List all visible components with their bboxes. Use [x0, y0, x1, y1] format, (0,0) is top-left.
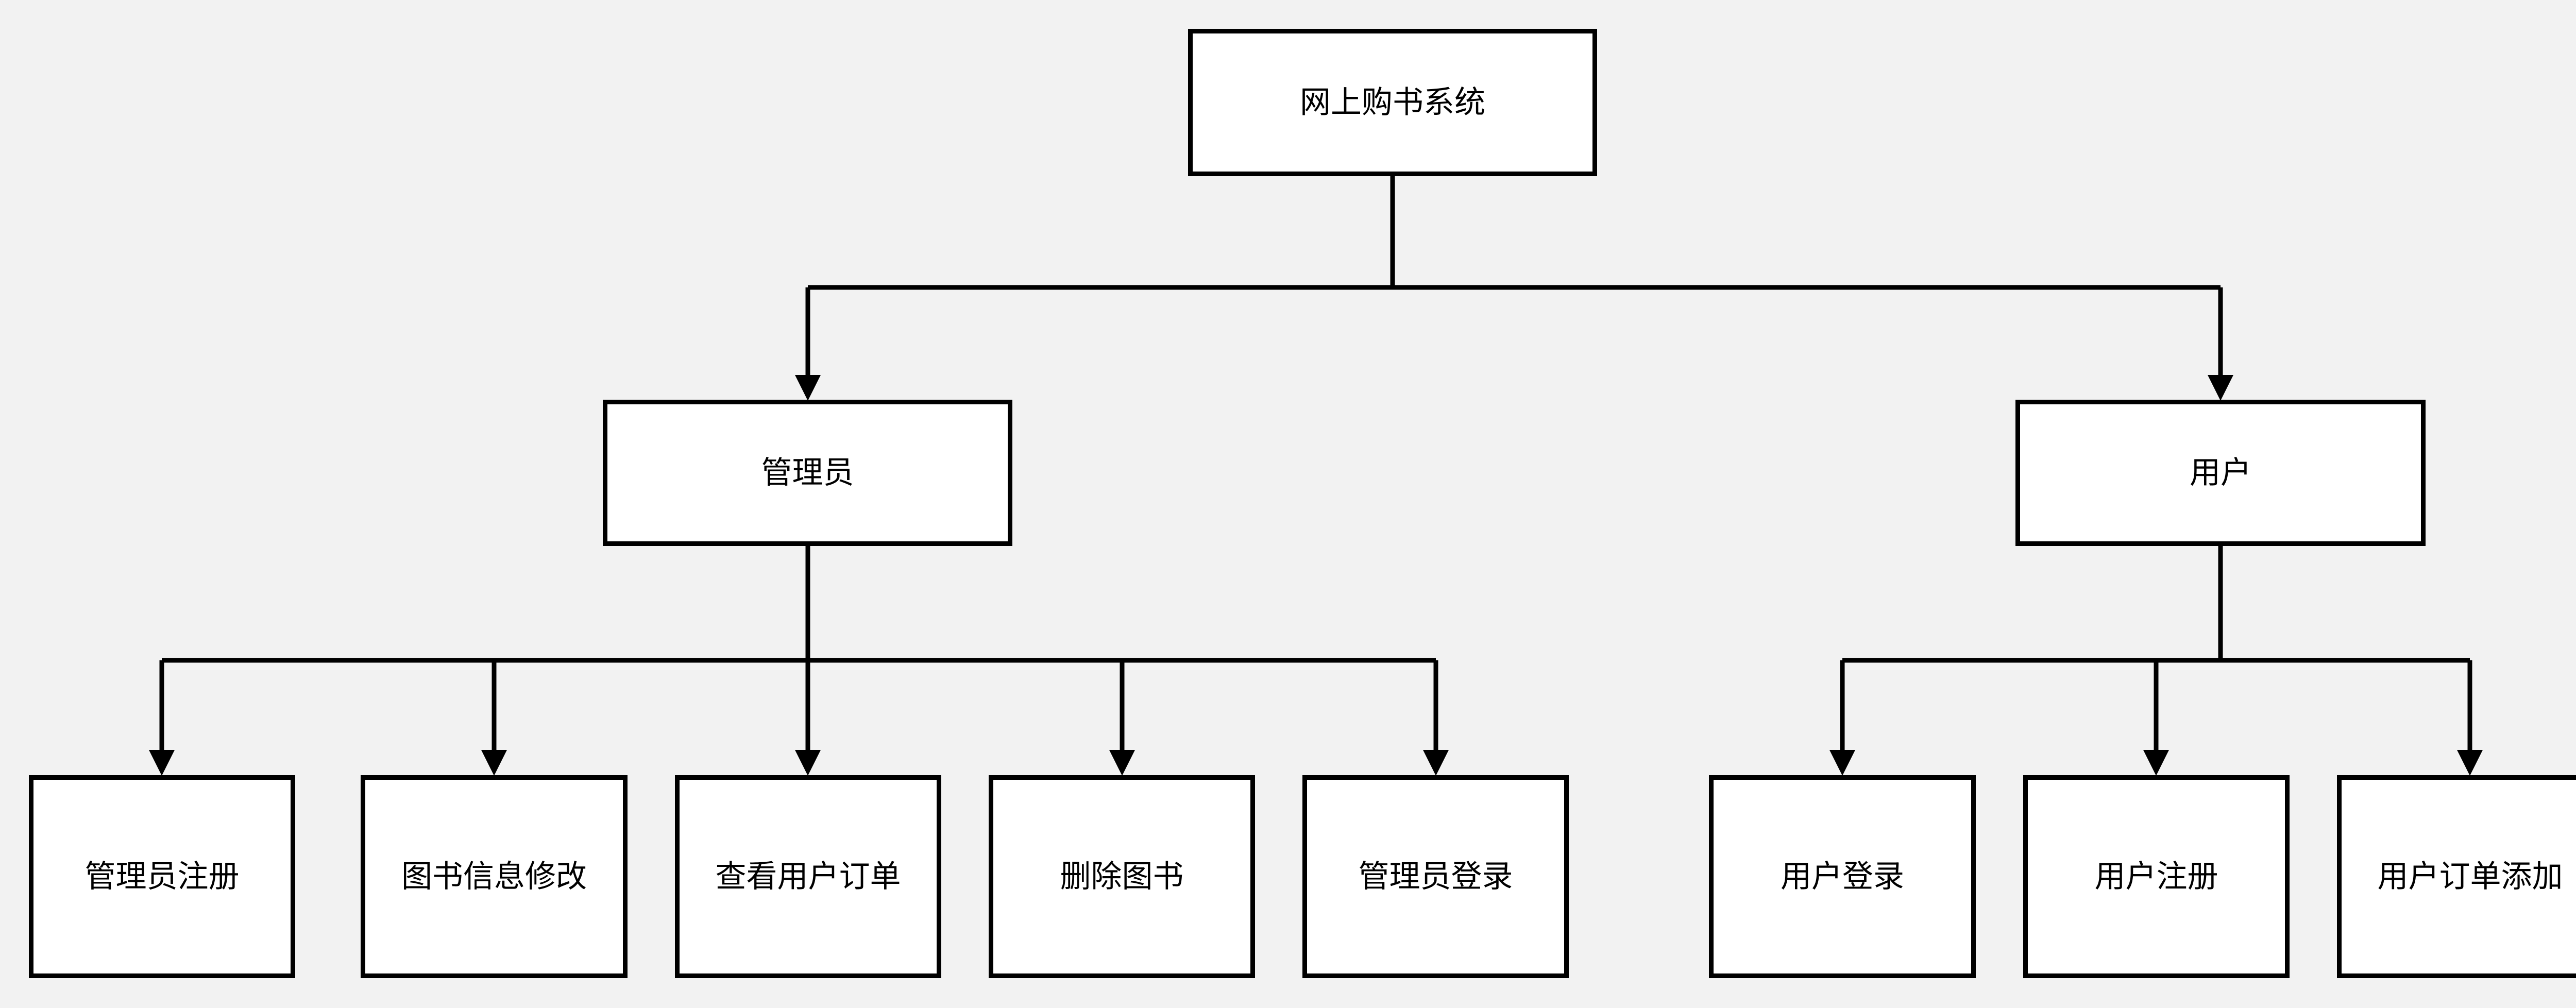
user-child-node-3: 用户订单添加 — [2337, 775, 2576, 978]
arrow-root-to-user — [2208, 375, 2233, 401]
admin-child-node-5: 管理员登录 — [1302, 775, 1569, 978]
admin-child-label-2: 图书信息修改 — [401, 859, 587, 895]
user-child-node-2: 用户注册 — [2023, 775, 2290, 978]
arrow-user-child-3 — [2457, 750, 2483, 776]
arrow-admin-child-1 — [149, 750, 175, 776]
arrow-admin-child-5 — [1423, 750, 1449, 776]
admin-child-node-3: 查看用户订单 — [675, 775, 941, 978]
arrow-admin-child-3 — [795, 750, 821, 776]
arrow-admin-child-2 — [481, 750, 507, 776]
arrow-root-to-admin — [795, 375, 821, 401]
admin-child-label-1: 管理员注册 — [84, 859, 240, 895]
admin-node: 管理员 — [603, 400, 1012, 546]
admin-child-label-5: 管理员登录 — [1358, 859, 1513, 895]
user-child-label-1: 用户登录 — [1781, 859, 1904, 895]
admin-child-label-4: 删除图书 — [1060, 859, 1184, 895]
arrow-user-child-2 — [2143, 750, 2169, 776]
user-child-label-2: 用户注册 — [2094, 859, 2218, 895]
admin-child-node-2: 图书信息修改 — [361, 775, 628, 978]
user-node: 用户 — [2015, 400, 2426, 546]
user-child-label-3: 用户订单添加 — [2377, 859, 2563, 895]
user-node-label: 用户 — [2190, 455, 2251, 491]
admin-child-node-1: 管理员注册 — [29, 775, 295, 978]
user-child-node-1: 用户登录 — [1709, 775, 1976, 978]
admin-child-node-4: 删除图书 — [989, 775, 1255, 978]
root-node-label: 网上购书系统 — [1300, 84, 1485, 121]
admin-node-label: 管理员 — [761, 455, 854, 491]
arrow-user-child-1 — [1829, 750, 1855, 776]
arrow-admin-child-4 — [1109, 750, 1135, 776]
admin-child-label-3: 查看用户订单 — [715, 859, 901, 895]
root-node: 网上购书系统 — [1188, 29, 1597, 176]
